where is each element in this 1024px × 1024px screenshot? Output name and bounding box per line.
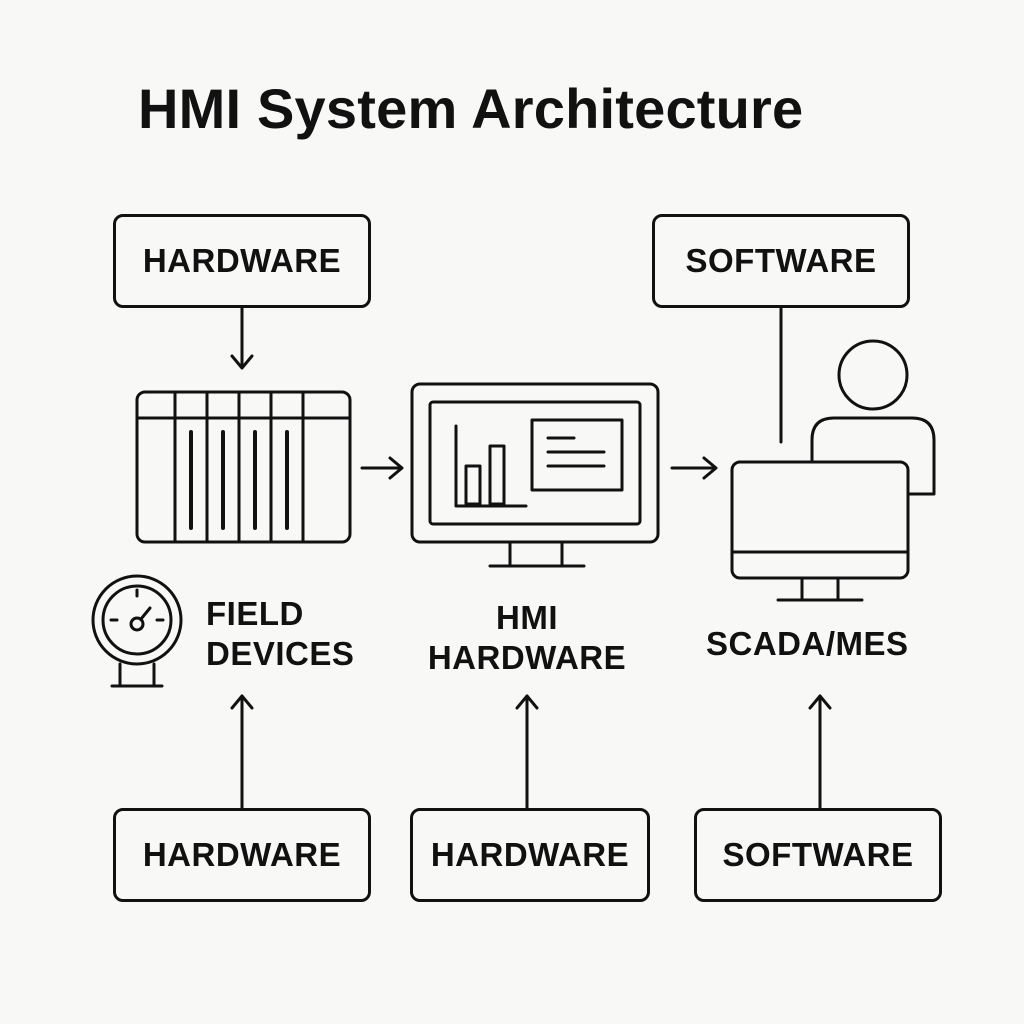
arrowhead-right	[702, 456, 718, 480]
bottom-software-label: SOFTWARE	[722, 836, 914, 873]
bottom-hardware-box-1: HARDWARE	[113, 808, 371, 902]
arrowhead-right	[388, 456, 404, 480]
top-hardware-box: HARDWARE	[113, 214, 371, 308]
operator-person-icon	[810, 339, 936, 496]
bottom-hardware-label-2: HARDWARE	[430, 836, 630, 873]
arrowhead-up	[230, 694, 254, 710]
top-software-label: SOFTWARE	[685, 242, 877, 279]
top-hardware-label: HARDWARE	[142, 242, 342, 279]
scada-mes-label: SCADA/MES	[706, 625, 909, 662]
workstation-monitor-icon	[730, 460, 910, 602]
bottom-hardware-box-2: HARDWARE	[410, 808, 650, 902]
pressure-gauge-icon	[91, 574, 183, 688]
field-devices-label: FIELD DEVICES	[206, 595, 355, 672]
bottom-hardware-label-1: HARDWARE	[142, 836, 342, 873]
hmi-monitor-icon	[410, 382, 660, 568]
diagram-title: HMI System Architecture	[138, 77, 804, 140]
arrowhead-up	[515, 694, 539, 710]
arrowhead-down	[230, 354, 254, 370]
hmi-hardware-label: HMI HARDWARE	[427, 599, 627, 676]
plc-rack-icon	[135, 390, 352, 544]
connector-lines	[230, 306, 832, 810]
top-software-box: SOFTWARE	[652, 214, 910, 308]
arrowhead-up	[808, 694, 832, 710]
bottom-software-box: SOFTWARE	[694, 808, 942, 902]
